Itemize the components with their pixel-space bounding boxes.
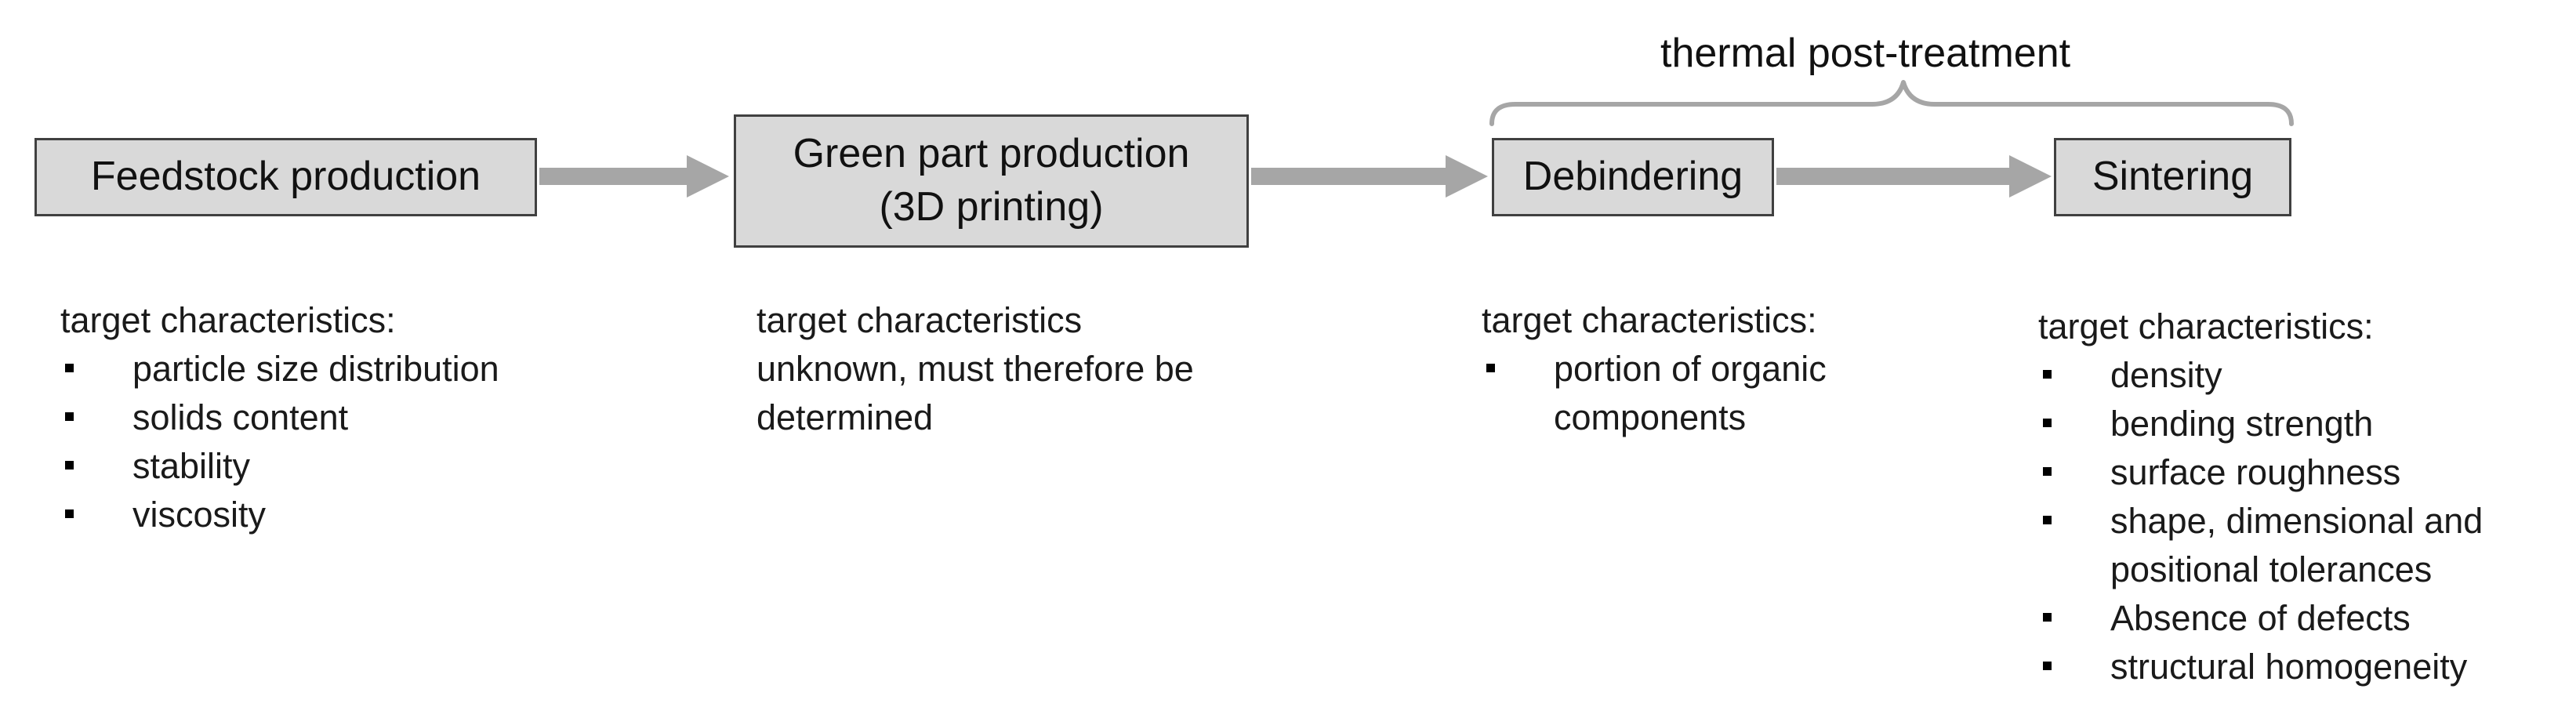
green-part-production-sublabel: (3D printing): [879, 184, 1104, 230]
characteristics-text-line: unknown, must therefore be: [756, 349, 1194, 389]
bullet-icon: [2043, 516, 2052, 524]
arrow-green-part-to-debindering: [1251, 155, 1488, 198]
bullet-icon: [65, 412, 74, 421]
thermal-post-treatment-label: thermal post-treatment: [1660, 31, 2071, 76]
green-part-production-label: Green part production: [793, 131, 1190, 177]
list-item: stability: [60, 442, 609, 491]
bullet-icon: [2043, 613, 2052, 622]
list-item-text: bending strength: [2110, 404, 2374, 444]
bullet-icon: [65, 364, 74, 372]
characteristics-text-line: determined: [756, 397, 934, 437]
list-item: particle size distribution: [60, 345, 609, 393]
list-item: surface roughness: [2038, 448, 2556, 497]
debindering-box: Debindering: [1492, 138, 1774, 216]
arrow-debindering-to-sintering: [1776, 155, 2052, 198]
list-item: Absence of defects: [2038, 594, 2556, 643]
feedstock-production-box: Feedstock production: [34, 138, 537, 216]
arrow-feedstock-to-green-part: [539, 155, 729, 198]
sintering-characteristics: target characteristics: density bending …: [2038, 303, 2556, 691]
characteristics-list: portion of organic components: [1482, 345, 1905, 442]
list-item: bending strength: [2038, 400, 2556, 448]
characteristics-heading: target characteristics:: [60, 300, 396, 340]
list-item: shape, dimensional and positional tolera…: [2038, 497, 2557, 594]
bullet-icon: [2043, 662, 2052, 670]
characteristics-heading: target characteristics:: [2038, 306, 2374, 346]
sintering-label: Sintering: [2092, 154, 2254, 200]
list-item-text: stability: [132, 446, 251, 486]
debindering-label: Debindering: [1522, 154, 1743, 200]
list-item: portion of organic components: [1482, 345, 1867, 442]
characteristics-heading: target characteristics:: [1482, 300, 1817, 340]
bullet-icon: [1486, 364, 1495, 372]
list-item-text: shape, dimensional and positional tolera…: [2110, 501, 2483, 589]
list-item-text: Absence of defects: [2110, 598, 2411, 638]
list-item-text: portion of organic components: [1554, 349, 1827, 437]
bullet-icon: [65, 509, 74, 518]
green-part-characteristics: target characteristics unknown, must the…: [756, 296, 1305, 442]
list-item-text: structural homogeneity: [2110, 647, 2468, 687]
list-item: structural homogeneity: [2038, 643, 2556, 691]
characteristics-text-line: target characteristics: [756, 300, 1083, 340]
list-item-text: surface roughness: [2110, 452, 2401, 492]
list-item: viscosity: [60, 491, 609, 539]
list-item-text: solids content: [132, 397, 349, 437]
feedstock-characteristics: target characteristics: particle size di…: [60, 296, 609, 539]
bullet-icon: [65, 461, 74, 470]
thermal-post-treatment-brace: [1489, 80, 2294, 126]
list-item-text: density: [2110, 355, 2222, 395]
list-item-text: particle size distribution: [132, 349, 499, 389]
bullet-icon: [2043, 370, 2052, 379]
list-item: density: [2038, 351, 2556, 400]
bullet-icon: [2043, 467, 2052, 476]
characteristics-list: density bending strength surface roughne…: [2038, 351, 2556, 691]
characteristics-list: particle size distribution solids conten…: [60, 345, 609, 539]
debindering-characteristics: target characteristics: portion of organ…: [1482, 296, 1905, 442]
sintering-box: Sintering: [2054, 138, 2291, 216]
bullet-icon: [2043, 419, 2052, 427]
list-item: solids content: [60, 393, 609, 442]
green-part-production-box: Green part production (3D printing): [734, 114, 1249, 248]
feedstock-production-label: Feedstock production: [90, 154, 481, 200]
list-item-text: viscosity: [132, 495, 267, 535]
